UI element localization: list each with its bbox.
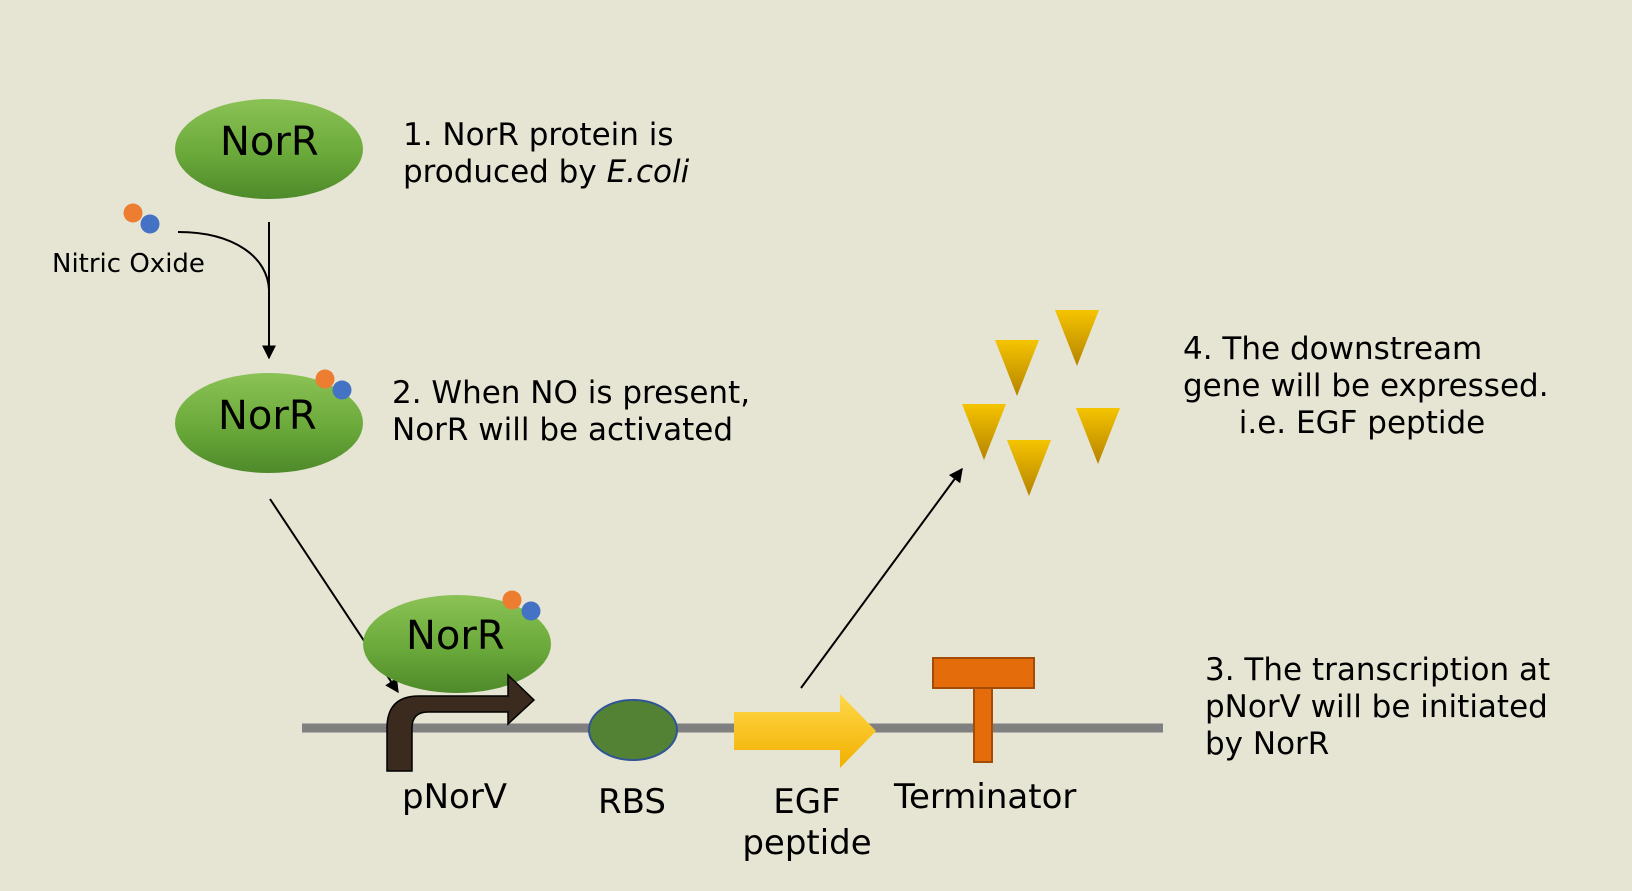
- step3-line3: by NorR: [1205, 726, 1330, 763]
- step1-line2-prefix: produced by: [403, 154, 607, 191]
- terminator-label: Terminator: [894, 777, 1077, 817]
- norr-label-top: NorR: [220, 119, 319, 165]
- egf-peptide-icon: [1076, 408, 1120, 464]
- step2-line2: NorR will be activated: [392, 412, 733, 449]
- step3-line2: pNorV will be initiated: [1205, 689, 1548, 726]
- nitric-oxide-binding-curve: [177, 231, 270, 291]
- expression-arrow: [800, 467, 963, 689]
- egf-peptide-icon: [1007, 440, 1051, 496]
- norr-protein-bound: [363, 590, 551, 693]
- norr-protein-activated: [175, 369, 363, 473]
- gene-label: EGF peptide: [736, 782, 878, 864]
- step4-text: 4. The downstream gene will be expressed…: [1183, 331, 1549, 443]
- egf-peptide-icons: [962, 310, 1120, 496]
- rbs-oval: [588, 699, 678, 761]
- promoter-arrow-icon: [386, 673, 536, 772]
- norr-label-activated: NorR: [218, 393, 317, 439]
- egf-peptide-icon: [995, 340, 1039, 396]
- egf-peptide-icon: [962, 404, 1006, 460]
- terminator-icon: [932, 657, 1035, 763]
- gene-label-line1: EGF: [773, 782, 841, 822]
- step4-line3: i.e. EGF peptide: [1238, 405, 1486, 442]
- egf-gene-arrow: [734, 694, 876, 768]
- norr-protein-inactive: [175, 99, 363, 199]
- gene-label-line2: peptide: [742, 822, 872, 863]
- norr-label-bound: NorR: [406, 613, 505, 659]
- step1-text: 1. NorR protein is produced by E.coli: [403, 117, 689, 191]
- step1-line2: produced by E.coli: [403, 154, 689, 191]
- step4-line1: 4. The downstream: [1183, 331, 1483, 367]
- step3-line1: 3. The transcription at: [1205, 652, 1551, 688]
- nitric-oxide-molecule-icon: [123, 203, 160, 234]
- step2-text: 2. When NO is present, NorR will be acti…: [392, 375, 750, 449]
- rbs-label: RBS: [598, 782, 666, 822]
- step3-text: 3. The transcription at pNorV will be in…: [1205, 652, 1550, 764]
- step1-line1: 1. NorR protein is: [403, 117, 674, 153]
- step4-line2: gene will be expressed.: [1183, 368, 1549, 405]
- step2-line1: 2. When NO is present,: [392, 375, 751, 411]
- egf-peptide-icon: [1055, 310, 1099, 366]
- step1-organism: E.coli: [606, 154, 690, 191]
- nitric-oxide-label: Nitric Oxide: [52, 249, 205, 279]
- promoter-label: pNorV: [402, 777, 508, 817]
